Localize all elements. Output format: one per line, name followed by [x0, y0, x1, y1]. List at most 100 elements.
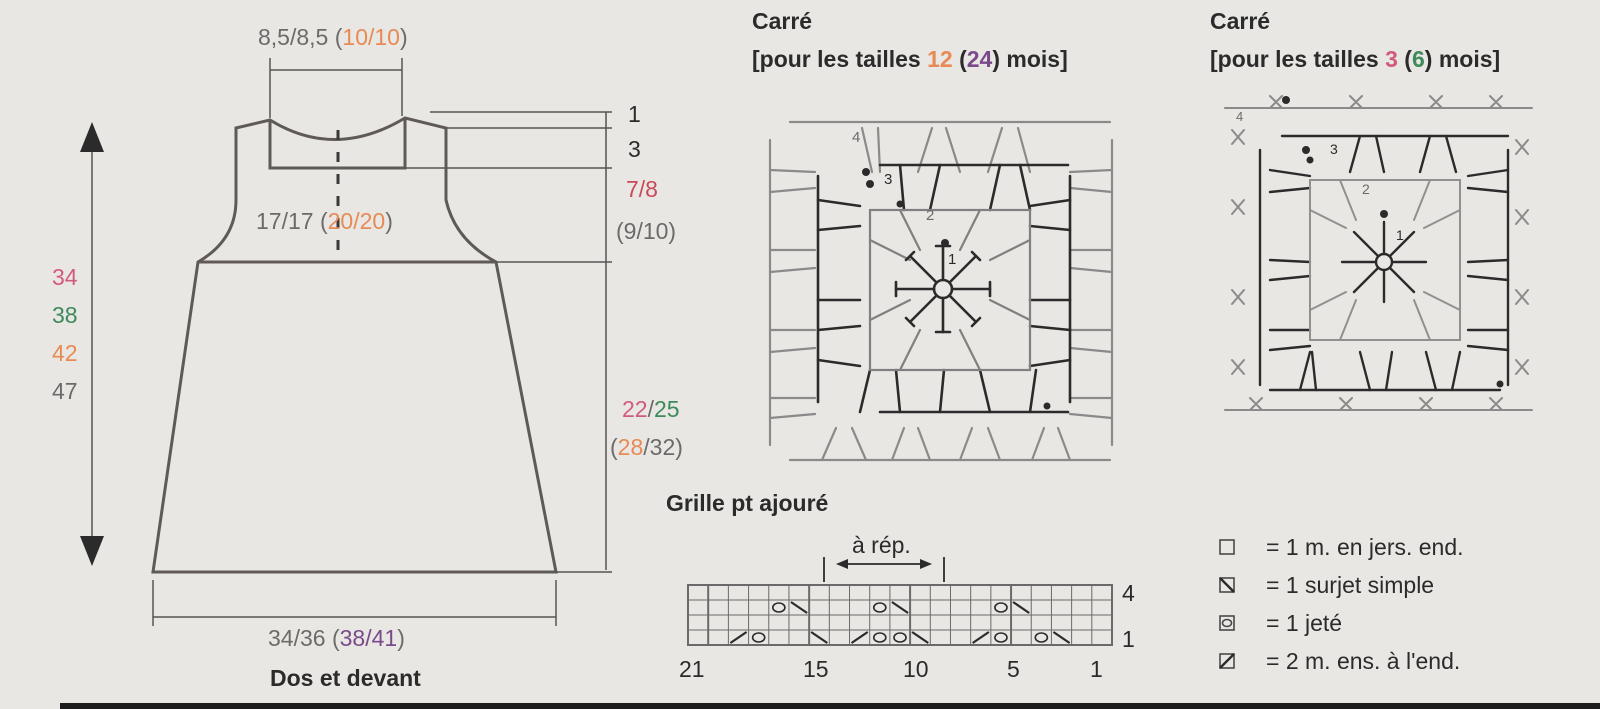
square-small-sizes: [pour les tailles 3 (6) mois] [1210, 48, 1500, 71]
legend-text-3: = 1 jeté [1266, 610, 1343, 636]
neck-width-label: 8,5/8,5 (10/10) [258, 26, 408, 49]
large-round-3 [816, 163, 1072, 414]
height-size-4: 47 [52, 378, 78, 404]
body-height-a2: 25 [653, 396, 680, 422]
grid-row-label-1: 1 [1122, 626, 1135, 652]
bottom-rule [60, 703, 1600, 709]
grid-row-label-4: 4 [1122, 580, 1135, 606]
bottom-width-open: ( [325, 625, 340, 651]
skp-mark [1052, 631, 1071, 644]
small-round-label-2: 2 [1362, 181, 1370, 197]
grid-col-label-15: 15 [803, 656, 829, 682]
square-large-size-2: 24 [966, 46, 993, 72]
yarn-over-mark [771, 602, 786, 613]
k2tog-mark [729, 631, 748, 644]
legend-text-4: = 2 m. ens. à l'end. [1266, 648, 1461, 674]
mid-width-open: ( [313, 208, 328, 234]
yarn-over-mark [994, 632, 1008, 643]
grid-col-label-1: 1 [1090, 656, 1103, 682]
grid-col-label-5: 5 [1007, 656, 1020, 682]
mid-width-close: ) [385, 208, 393, 234]
square-small-suffix: ) mois] [1424, 46, 1501, 72]
large-round-label-2: 2 [926, 207, 935, 224]
large-round-2 [868, 208, 1032, 372]
k2tog-mark [850, 631, 869, 644]
small-round-3 [1258, 134, 1510, 392]
yarn-over-mark [872, 602, 887, 613]
yarn-over-mark [872, 632, 887, 643]
skp-mark [790, 601, 808, 614]
small-round-1 [1340, 220, 1428, 304]
small-round-2 [1309, 179, 1461, 341]
height-size-3: 42 [52, 340, 78, 366]
square-stitch-icon [1219, 539, 1235, 555]
height-size-2: 38 [52, 302, 78, 328]
bottom-width-label: 34/36 (38/41) [268, 627, 405, 650]
skp-mark [911, 631, 929, 644]
square-large-suffix: ) mois] [992, 46, 1068, 72]
body-height-b2: 32 [649, 434, 676, 460]
square-large-title: Carré [752, 8, 813, 34]
skp-mark [810, 631, 828, 644]
yarn-over-icon [1219, 615, 1235, 631]
bottom-width-close: ) [397, 625, 405, 651]
mid-width-a: 17/17 [256, 208, 314, 234]
square-large-sizes: [pour les tailles 12 (24) mois] [752, 48, 1068, 71]
mid-width-b: 20/20 [327, 208, 386, 234]
grid-repeat-label: à rép. [852, 532, 911, 558]
grid-title: Grille pt ajouré [666, 490, 829, 516]
armhole-label-b: (9/10) [616, 218, 677, 244]
garment-schematic [80, 58, 612, 626]
mid-width-label: 17/17 (20/20) [256, 210, 393, 233]
body-height-label-b: (28/32) [610, 434, 683, 460]
neck-width-close: ) [399, 24, 408, 50]
body-height-b-close: ) [675, 434, 683, 460]
small-round-4 [1224, 95, 1533, 411]
bottom-width-a: 34/36 [268, 625, 326, 651]
grid-col-label-21: 21 [679, 656, 705, 682]
height-size-1: 34 [52, 264, 78, 290]
skp-stitch-icon [1219, 577, 1235, 593]
small-round-label-3: 3 [1330, 141, 1338, 157]
body-height-b-open: ( [610, 434, 618, 460]
skp-mark [891, 601, 909, 614]
legend-text-2: = 1 surjet simple [1266, 572, 1435, 598]
body-height-b1: 28 [617, 434, 644, 460]
large-round-label-1: 1 [948, 251, 957, 268]
square-small-size-1: 3 [1385, 46, 1398, 72]
grid-col-label-10: 10 [903, 656, 929, 682]
skp-mark [1012, 601, 1030, 614]
square-small-mid: ( [1397, 46, 1412, 72]
neck-width-a: 8,5/8,5 [258, 24, 329, 50]
neck-depth-2: 3 [628, 136, 641, 162]
small-round-label-1: 1 [1396, 227, 1404, 243]
legend-text-1: = 1 m. en jers. end. [1266, 534, 1464, 560]
square-large-size-1: 12 [927, 46, 953, 72]
square-large-mid: ( [952, 46, 967, 72]
neck-width-b: 10/10 [342, 24, 400, 50]
schematic-caption: Dos et devant [270, 665, 421, 691]
square-small-prefix: [pour les tailles [1210, 46, 1386, 72]
k2tog-stitch-icon [1219, 653, 1235, 669]
armhole-label-a: 7/8 [626, 176, 658, 202]
square-large-prefix: [pour les tailles [752, 46, 928, 72]
yarn-over-mark [893, 632, 907, 643]
yarn-over-mark [1034, 632, 1049, 643]
small-round-label-4: 4 [1236, 109, 1244, 124]
yarn-over-mark [994, 602, 1008, 613]
square-small-size-2: 6 [1411, 46, 1425, 72]
bottom-width-b: 38/41 [339, 625, 398, 651]
large-round-label-4: 4 [852, 129, 861, 146]
k2tog-mark [972, 631, 990, 644]
neck-width-open: ( [328, 24, 343, 50]
large-round-label-3: 3 [884, 171, 893, 188]
neck-depth-1: 1 [628, 101, 641, 127]
large-round-4 [768, 120, 1114, 462]
body-height-a1: 22 [622, 396, 648, 422]
body-height-label-a: 22/25 [622, 396, 680, 422]
